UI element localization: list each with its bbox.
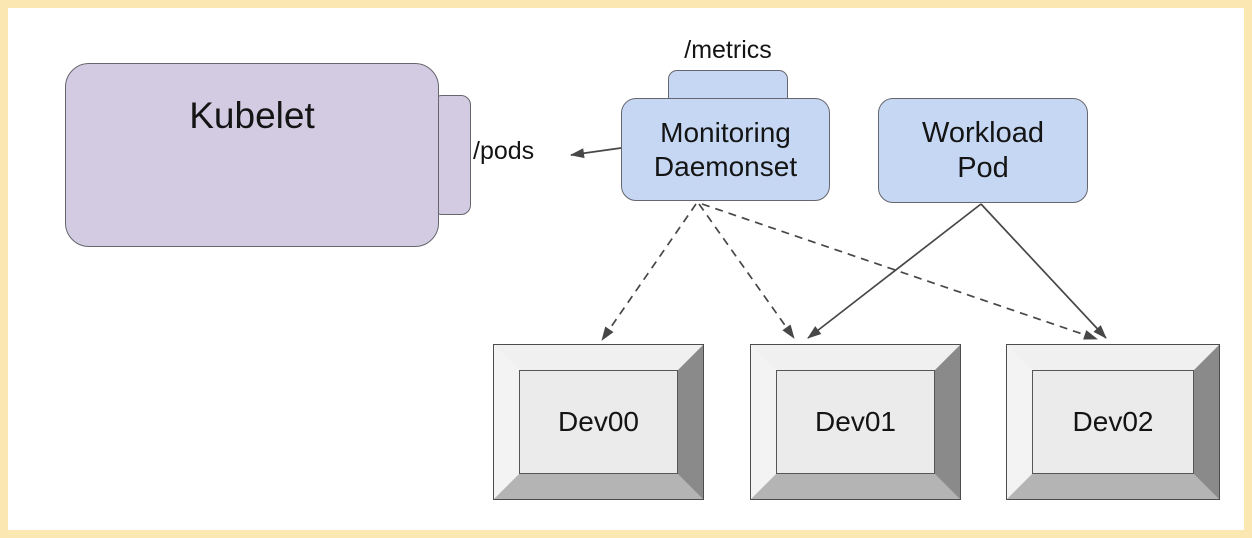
- metrics-endpoint-label: /metrics: [684, 36, 772, 64]
- edge-monitoring-to-dev01: [698, 203, 795, 339]
- device-dev00: Dev00: [493, 344, 704, 500]
- device-face: Dev01: [776, 370, 935, 474]
- device-bevel: Dev02: [1007, 345, 1219, 499]
- kubelet-node: Kubelet: [65, 63, 439, 247]
- device-face: Dev02: [1032, 370, 1194, 474]
- device-dev02: Dev02: [1006, 344, 1220, 500]
- edge-monitoring-to-pods: [570, 147, 622, 159]
- edge-monitoring-to-dev02: [701, 203, 1098, 340]
- workload-pod-label: Workload Pod: [922, 116, 1044, 184]
- device-dev00-label: Dev00: [558, 406, 639, 437]
- edge-workload-to-dev02: [980, 203, 1107, 339]
- monitoring-daemonset-node: Monitoring Daemonset: [621, 98, 830, 201]
- edge-workload-to-dev01: [807, 203, 982, 339]
- device-dev02-label: Dev02: [1072, 406, 1154, 437]
- pods-endpoint-label: /pods: [473, 137, 535, 165]
- kubelet-label: Kubelet: [189, 95, 315, 136]
- device-dev01: Dev01: [750, 344, 961, 500]
- edge-monitoring-to-dev00: [601, 203, 697, 341]
- device-bevel: Dev01: [751, 345, 960, 499]
- device-dev01-label: Dev01: [815, 406, 896, 437]
- workload-pod-node: Workload Pod: [878, 98, 1088, 203]
- device-face: Dev00: [519, 370, 678, 474]
- device-bevel: Dev00: [494, 345, 703, 499]
- monitoring-daemonset-label: Monitoring Daemonset: [653, 116, 798, 182]
